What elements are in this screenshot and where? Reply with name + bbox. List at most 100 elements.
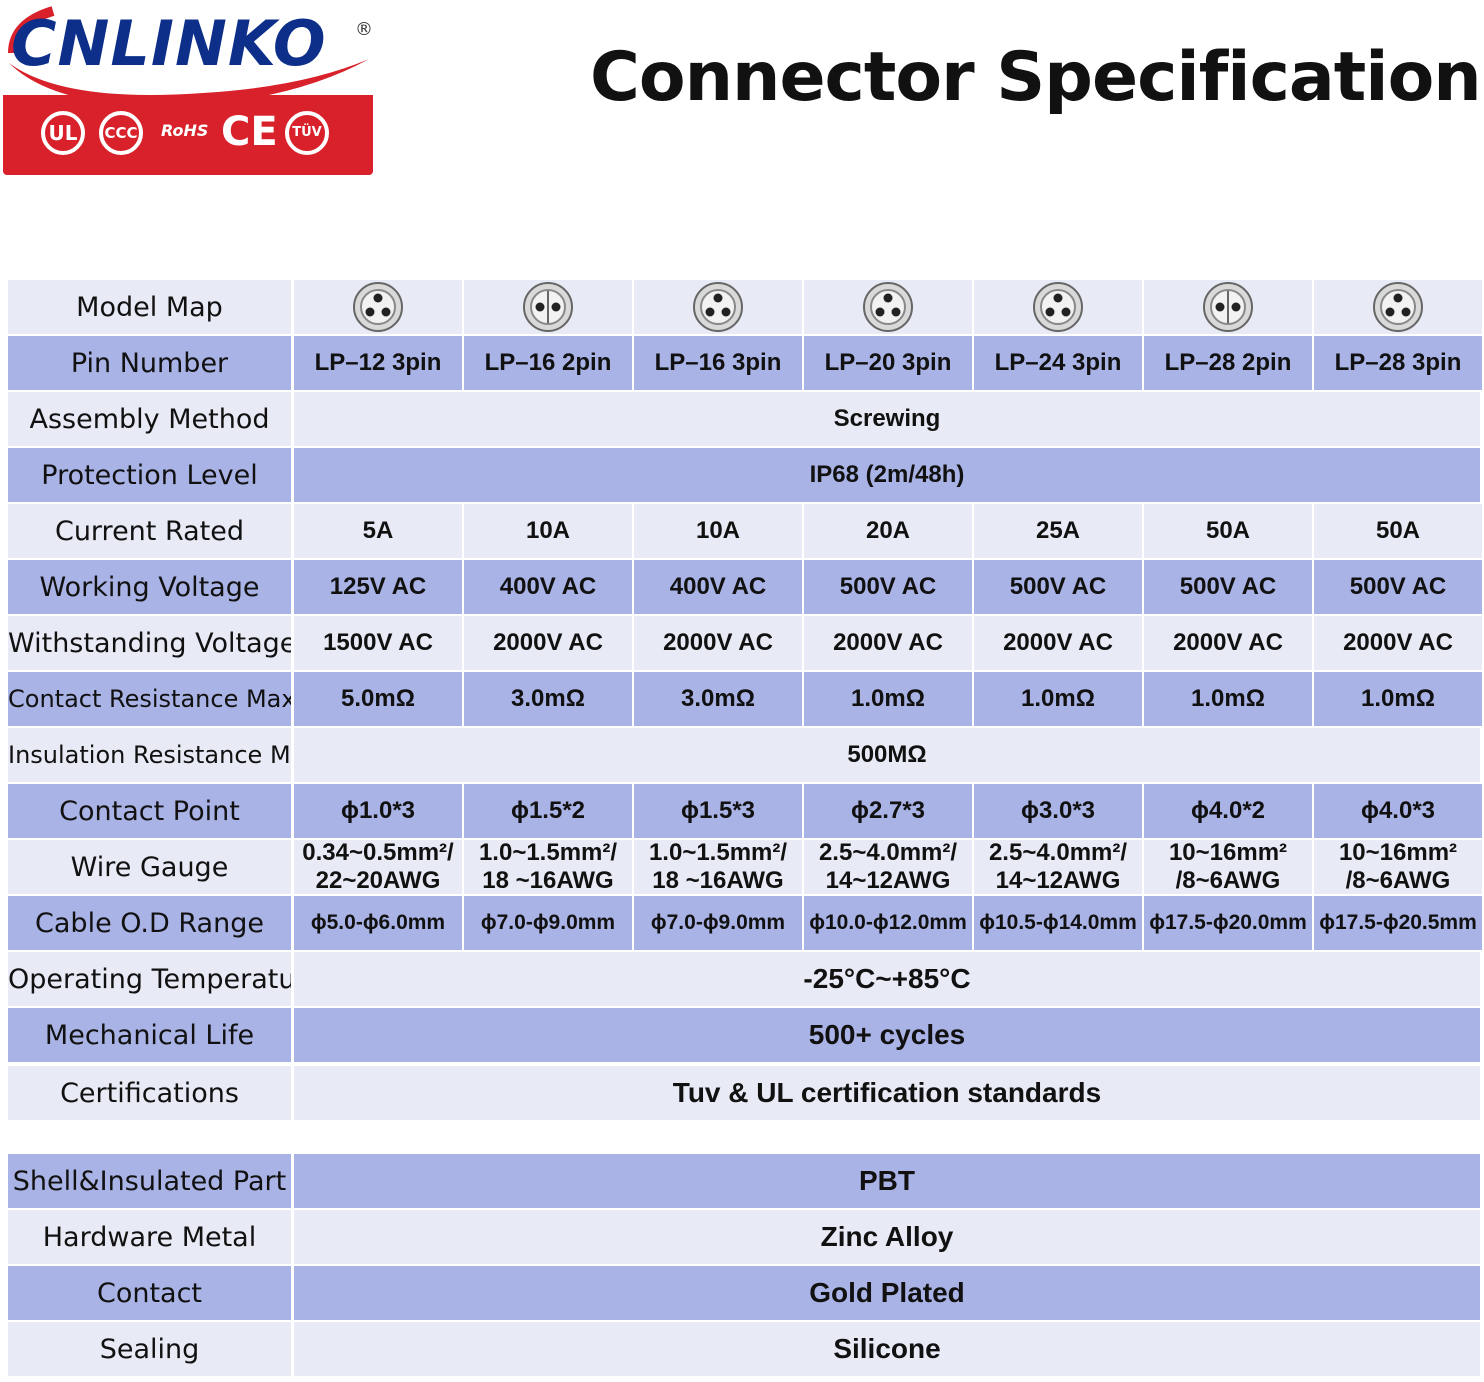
material-label: Shell&Insulated Part xyxy=(8,1154,291,1208)
wire-gauge-line: 1.0~1.5mm²/ xyxy=(648,839,788,866)
connector-2pin-icon xyxy=(523,282,573,332)
cell-value: 2000V AC xyxy=(833,629,943,656)
value-cell: 50A xyxy=(1314,504,1482,558)
cell-value: 500V AC xyxy=(839,573,937,600)
span-value: 500MΩ xyxy=(847,741,927,768)
wire-gauge-cell: 2.5~4.0mm²/14~12AWG xyxy=(974,839,1142,894)
cell-value: 500V AC xyxy=(1009,573,1107,600)
cell-value: 2000V AC xyxy=(1003,629,1113,656)
connector-3pin-icon xyxy=(693,282,743,332)
wire-gauge-line: /8~6AWG xyxy=(1345,867,1451,894)
row-label: Insulation Resistance Min xyxy=(8,728,291,782)
span-value-cell: Screwing xyxy=(294,392,1480,446)
row-label-text: Wire Gauge xyxy=(70,851,229,883)
value-cell: 5.0mΩ xyxy=(294,672,462,726)
row-label: Pin Number xyxy=(8,336,291,390)
cell-value: 1.0mΩ xyxy=(1191,685,1265,712)
cell-value: 2000V AC xyxy=(1173,629,1283,656)
value-cell: ϕ17.5-ϕ20.5mm xyxy=(1314,896,1482,950)
row-label-text: Withstanding Voltage xyxy=(8,627,291,659)
cell-value: 20A xyxy=(865,517,911,544)
cell-value: 5.0mΩ xyxy=(341,685,415,712)
cell-value: 400V AC xyxy=(669,573,767,600)
value-cell: ϕ7.0-ϕ9.0mm xyxy=(464,896,632,950)
row-label: Protection Level xyxy=(8,448,291,502)
value-cell: LP–16 3pin xyxy=(634,336,802,390)
row-label-text: Contact Resistance Max xyxy=(8,685,291,713)
model-map-cell xyxy=(464,280,632,334)
material-value-cell: Gold Plated xyxy=(294,1266,1480,1320)
span-value: -25°C~+85°C xyxy=(803,963,971,994)
row-label-text: Contact Point xyxy=(59,795,240,827)
material-value-cell: Zinc Alloy xyxy=(294,1210,1480,1264)
cell-value: 1500V AC xyxy=(323,629,433,656)
cell-value: ϕ5.0-ϕ6.0mm xyxy=(310,911,446,934)
value-cell: 1.0mΩ xyxy=(804,672,972,726)
cell-value: ϕ3.0*3 xyxy=(1020,797,1096,824)
span-value-cell: Tuv & UL certification standards xyxy=(294,1066,1480,1120)
cell-value: ϕ17.5-ϕ20.0mm xyxy=(1149,911,1307,934)
cell-value: 50A xyxy=(1205,517,1251,544)
value-cell: ϕ1.5*2 xyxy=(464,784,632,838)
span-value: 500+ cycles xyxy=(808,1019,966,1050)
value-cell: 1.0mΩ xyxy=(974,672,1142,726)
row-label-text: Insulation Resistance Min xyxy=(8,741,291,769)
row-label: Cable O.D Range xyxy=(8,896,291,950)
value-cell: ϕ10.5-ϕ14.0mm xyxy=(974,896,1142,950)
row-label: Withstanding Voltage xyxy=(8,616,291,670)
value-cell: 1500V AC xyxy=(294,616,462,670)
cell-value: ϕ10.5-ϕ14.0mm xyxy=(979,911,1137,934)
value-cell: 2000V AC xyxy=(464,616,632,670)
page-title: Connector Specifications xyxy=(590,38,1484,117)
value-cell: 2000V AC xyxy=(804,616,972,670)
model-map-cell xyxy=(634,280,802,334)
value-cell: ϕ4.0*2 xyxy=(1144,784,1312,838)
cell-value: LP–28 3pin xyxy=(1334,349,1462,376)
value-cell: LP–28 3pin xyxy=(1314,336,1482,390)
material-label: Sealing xyxy=(8,1322,291,1376)
model-map-cell xyxy=(974,280,1142,334)
connector-3pin-icon xyxy=(1373,282,1423,332)
registered-mark: ® xyxy=(355,19,373,40)
row-label: Contact Resistance Max xyxy=(8,672,291,726)
material-value: Silicone xyxy=(833,1333,941,1364)
connector-3pin-icon xyxy=(1033,282,1083,332)
cell-value: LP–16 2pin xyxy=(484,349,612,376)
connector-3pin-icon xyxy=(863,282,913,332)
span-value-cell: 500MΩ xyxy=(294,728,1480,782)
material-value-cell: Silicone xyxy=(294,1322,1480,1376)
wire-gauge-line: 18 ~16AWG xyxy=(652,867,784,894)
cell-value: 10A xyxy=(525,517,571,544)
wire-gauge-line: 2.5~4.0mm²/ xyxy=(818,839,958,866)
wire-gauge-line: 22~20AWG xyxy=(315,867,441,894)
model-map-cell xyxy=(1144,280,1312,334)
material-value-cell: PBT xyxy=(294,1154,1480,1208)
material-label: Contact xyxy=(8,1266,291,1320)
value-cell: 10A xyxy=(464,504,632,558)
cell-value: 1.0mΩ xyxy=(851,685,925,712)
wire-gauge-cell: 1.0~1.5mm²/18 ~16AWG xyxy=(634,839,802,894)
cell-value: ϕ2.7*3 xyxy=(850,797,926,824)
wire-gauge-line: 10~16mm² xyxy=(1338,839,1458,866)
span-value: IP68 (2m/48h) xyxy=(809,461,965,488)
value-cell: 2000V AC xyxy=(1314,616,1482,670)
value-cell: 2000V AC xyxy=(634,616,802,670)
ul-cert-icon: UL xyxy=(41,111,85,155)
material-value: PBT xyxy=(859,1165,915,1196)
brand-name: CNLINKO xyxy=(11,7,327,80)
row-label-text: Protection Level xyxy=(41,459,258,491)
cell-value: LP–12 3pin xyxy=(314,349,442,376)
material-label-text: Sealing xyxy=(99,1333,200,1365)
span-value-cell: IP68 (2m/48h) xyxy=(294,448,1480,502)
row-label: Certifications xyxy=(8,1066,291,1120)
value-cell: 500V AC xyxy=(804,560,972,614)
cell-value: 10A xyxy=(695,517,741,544)
cell-value: ϕ1.5*2 xyxy=(510,797,586,824)
row-label-text: Model Map xyxy=(76,291,223,323)
span-value: Tuv & UL certification standards xyxy=(672,1077,1102,1108)
material-value: Gold Plated xyxy=(809,1277,965,1308)
cell-value: 1.0mΩ xyxy=(1361,685,1435,712)
cell-value: LP–24 3pin xyxy=(994,349,1122,376)
row-label: Assembly Method xyxy=(8,392,291,446)
model-map-cell xyxy=(294,280,462,334)
